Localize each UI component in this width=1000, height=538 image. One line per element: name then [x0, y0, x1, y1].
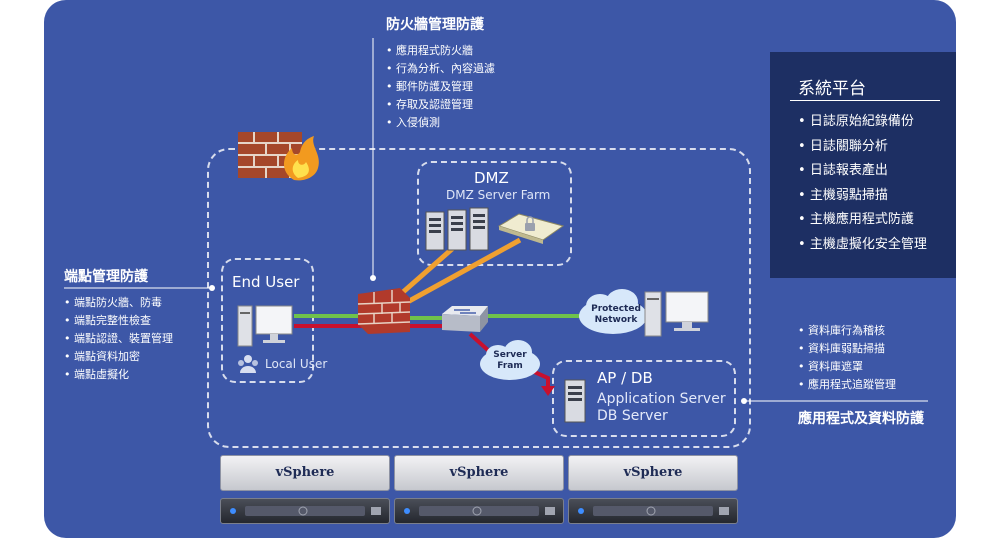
appdb-leader-dot — [741, 398, 747, 404]
system-platform-item: 主機虛擬化安全管理 — [798, 233, 927, 258]
system-platform-list: 日誌原始紀錄備份日誌關聯分析日誌報表產出主機弱點掃描主機應用程式防護主機虛擬化安… — [798, 110, 927, 257]
firewall-mgmt-list: 應用程式防火牆行為分析、內容過濾郵件防護及管理存取及認證管理入侵偵測 — [386, 42, 495, 132]
firewall-mgmt-item: 入侵偵測 — [386, 114, 495, 132]
app-db-title: 應用程式及資料防護 — [798, 411, 924, 427]
server-farm-cloud-icon — [480, 340, 540, 380]
endpoint-mgmt-item: 端點防火牆、防毒 — [64, 294, 173, 312]
app-db-item: 資料庫弱點掃描 — [798, 340, 896, 358]
local-user-label: Local User — [265, 357, 328, 371]
app-db-list: 資料庫行為稽核資料庫弱點掃描資料庫遮罩應用程式追蹤管理 — [798, 322, 896, 394]
system-platform-title: 系統平台 — [798, 79, 866, 99]
dmz-server-farm-icon — [425, 207, 489, 251]
firewall-mgmt-title: 防火牆管理防護 — [386, 17, 484, 33]
firewall-brick-icon — [238, 132, 319, 181]
security-appliance-icon — [497, 213, 565, 244]
system-platform-item: 日誌原始紀錄備份 — [798, 110, 927, 135]
vsphere-host-1: vSphere — [220, 455, 390, 491]
network-zone-boundary — [207, 148, 751, 448]
rack-server-3 — [568, 498, 738, 524]
rack-server-3-detail — [578, 506, 729, 516]
end-user-zone — [221, 258, 314, 383]
end-user-title: End User — [232, 273, 300, 291]
dmz-title: DMZ — [474, 169, 509, 187]
protected-network-label: Protected Network — [591, 304, 641, 325]
firewall-mgmt-item: 應用程式防火牆 — [386, 42, 495, 60]
ap-db-line2: DB Server — [597, 408, 668, 424]
ap-db-title: AP / DB — [597, 369, 653, 387]
dmz-subtitle: DMZ Server Farm — [446, 188, 551, 202]
endpoint-mgmt-item: 端點認證、裝置管理 — [64, 330, 173, 348]
dmz-link-2 — [400, 237, 522, 308]
endpoint-mgmt-item: 端點完整性檢查 — [64, 312, 173, 330]
vsphere-host-3: vSphere — [568, 455, 738, 491]
apdb-arrow-head — [541, 386, 555, 396]
ap-db-server-icon — [564, 379, 586, 423]
rack-server-2 — [394, 498, 564, 524]
endpoint-mgmt-item: 端點虛擬化 — [64, 366, 173, 384]
central-firewall-icon — [357, 288, 411, 334]
endpoint-mgmt-list: 端點防火牆、防毒端點完整性檢查端點認證、裝置管理端點資料加密端點虛擬化 — [64, 294, 173, 384]
firewall-mgmt-item: 郵件防護及管理 — [386, 78, 495, 96]
protected-network-cloud-icon — [579, 289, 647, 334]
network-switch-icon — [442, 306, 488, 332]
dmz-link-1 — [392, 240, 462, 302]
rack-server-2-detail — [404, 506, 555, 516]
vsphere-host-2: vSphere — [394, 455, 564, 491]
system-platform-item: 日誌報表產出 — [798, 159, 927, 184]
end-user-computer-icon — [237, 305, 293, 347]
firewall-leader-dot — [370, 275, 376, 281]
ap-db-zone — [552, 360, 736, 437]
firewall-mgmt-item: 行為分析、內容過濾 — [386, 60, 495, 78]
app-db-item: 資料庫行為稽核 — [798, 322, 896, 340]
local-user-group-icon — [238, 355, 258, 373]
system-platform-item: 主機弱點掃描 — [798, 184, 927, 209]
app-db-item: 資料庫遮罩 — [798, 358, 896, 376]
endpoint-mgmt-title: 端點管理防護 — [64, 269, 148, 285]
server-farm-label: Server Fram — [493, 350, 527, 371]
system-platform-box: 系統平台 日誌原始紀錄備份日誌關聯分析日誌報表產出主機弱點掃描主機應用程式防護主… — [770, 52, 956, 278]
firewall-mgmt-item: 存取及認證管理 — [386, 96, 495, 114]
app-db-item: 應用程式追蹤管理 — [798, 376, 896, 394]
endpoint-leader-dot — [209, 285, 215, 291]
protected-network-computer-icon — [644, 291, 709, 337]
ap-db-line1: Application Server — [597, 391, 726, 407]
dmz-zone — [417, 161, 572, 266]
system-platform-item: 主機應用程式防護 — [798, 208, 927, 233]
switch-serverfarm-red-link — [468, 332, 492, 354]
rack-server-1 — [220, 498, 390, 524]
system-platform-item: 日誌關聯分析 — [798, 135, 927, 160]
platform-divider — [790, 100, 940, 101]
rack-server-1-detail — [230, 506, 381, 516]
endpoint-mgmt-item: 端點資料加密 — [64, 348, 173, 366]
